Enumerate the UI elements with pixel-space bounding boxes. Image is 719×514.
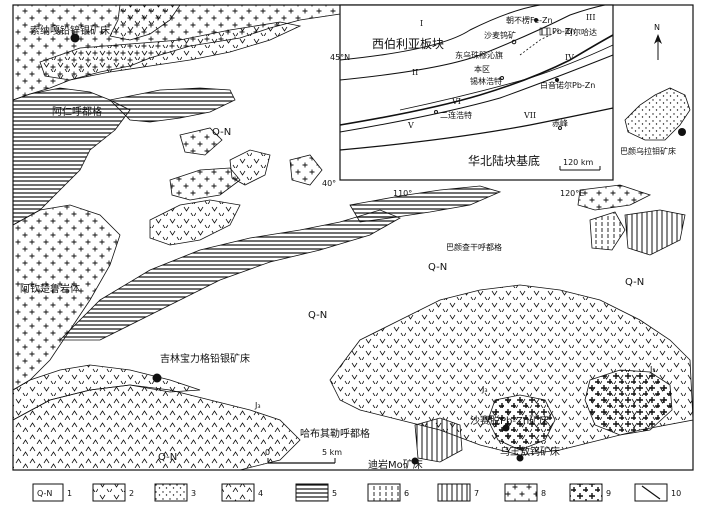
qn-label-2: Q-N [428,262,447,273]
inset-siberia-plate: 西伯利亚板块 [372,36,444,51]
granite-southeast [584,369,673,436]
unit5-belt-central [59,209,401,341]
bayanwula-deposit-marker [678,128,686,136]
volcanic-band-north [39,21,302,81]
legend-5-num: 5 [332,489,337,498]
bayanchagan-label: 巴颜查干呼都格 [446,242,502,252]
inset-lat-45: 45°N [330,53,350,62]
volcanic-wedge-north [109,4,181,41]
svg-text:5 km: 5 km [322,448,342,457]
plus-body-northwest [179,127,223,156]
suonaga-label: 索纳嘎铅锌银矿床 [30,24,110,37]
legend-1-label: Q-N [37,489,52,498]
legend-7-num: 7 [474,489,479,498]
qn-label-1: Q-N [212,127,231,138]
legend: Q-N 1 2 3 4 5 6 7 8 9 10 [32,483,681,502]
inset-zone-III: III [586,13,595,22]
legend-10-num: 10 [671,489,681,498]
inset-zone-I: I [420,19,423,28]
ayinchu-label: 阿钦楚鲁岩体 [20,282,80,295]
legend-3-num: 3 [191,489,196,498]
suonaga-deposit-marker [70,33,80,43]
j3-label-1: J₃ [254,401,261,410]
inset-chifeng: 赤峰 [552,118,568,128]
qn-label-5: Q-N [158,452,177,463]
unit6-body-east [589,211,626,251]
diyan-label: 迪岩Mo矿床 [368,458,423,471]
granite-south [487,394,556,451]
unit7-body-east [624,209,686,256]
unit7-body-south [414,417,463,463]
inset-zone-VI: VI [451,97,461,106]
inset-lon-120: 120°E [560,189,584,198]
inset-xilinhot: 锡林浩特 [470,76,502,86]
inset-zone-II: II [412,68,418,77]
inset-lon-110: 110° [393,189,412,198]
inset-huabei-craton: 华北陆块基底 [468,153,540,168]
inset-lat-40: 40° [322,179,336,188]
legend-6-num: 6 [404,489,409,498]
inset-shamai: 沙麦钨矿 [484,30,516,40]
unit5-band-mid [109,87,236,123]
habuqi-label: 哈布其勒呼都格 [300,427,370,440]
legend-8-num: 8 [541,489,546,498]
shasaituo-deposit-marker [502,424,510,432]
inset-zone-V: V [407,121,414,130]
qn-label-4: Q-N [625,277,644,288]
bayanwula-body [624,87,691,141]
jilin-label: 吉林宝力格铅银矿床 [160,352,250,365]
legend-9-num: 9 [606,489,611,498]
bayanwula-label: 巴颜乌拉钼矿床 [620,146,676,156]
plus-body-small [289,154,323,186]
inset-zone-VII: VII [523,111,536,120]
volcanic-body-central-1 [149,199,241,246]
inset-dongwu: 东乌珠穆沁旗 [455,50,503,60]
unit5-belt-east [349,185,502,223]
legend-1-num: 1 [67,489,72,498]
inset-study-area: 本区 [474,64,490,74]
scale-bar: 0 5 km [265,448,342,464]
plus-body-central [169,167,241,201]
j3-label-3: J₃ [649,365,656,374]
inset-baiyinnuoer: 白音诺尔Pb-Zn [540,80,595,90]
plus-body-east [577,184,652,211]
inset-arxiang: 阿尔哈达 [565,27,597,37]
tectonic-inset: 45°N 40° 110° 120°E 西伯利亚板块 华北陆块基底 I II I… [322,4,614,198]
wushishi-label: 乌王敖钨矿床 [500,445,560,458]
north-arrow: N [654,23,662,60]
arenhu-label: 阿仁呼都格 [52,105,102,118]
diyan-deposit-marker [411,457,419,465]
inset-pbzn-legend: Pb-Zn [552,27,575,36]
jilin-deposit-marker [152,373,162,383]
wushishi-deposit-marker [516,454,524,462]
legend-2-num: 2 [129,489,134,498]
shasaituo-label: 沙赛脱Pb-Zn矿床 [470,414,549,427]
inset-erlian: 二连浩特 [440,110,472,120]
legend-4-num: 4 [258,489,263,498]
qn-label-3: Q-N [308,310,327,321]
j3-label-2: J₃ [481,385,488,394]
svg-text:0: 0 [265,448,270,457]
inset-zone-IV: IV [565,53,574,62]
inset-scale: 120 km [563,158,593,167]
inset-chaobuleng: 朝不楞Fe-Zn [506,15,553,25]
svg-text:N: N [654,23,660,32]
